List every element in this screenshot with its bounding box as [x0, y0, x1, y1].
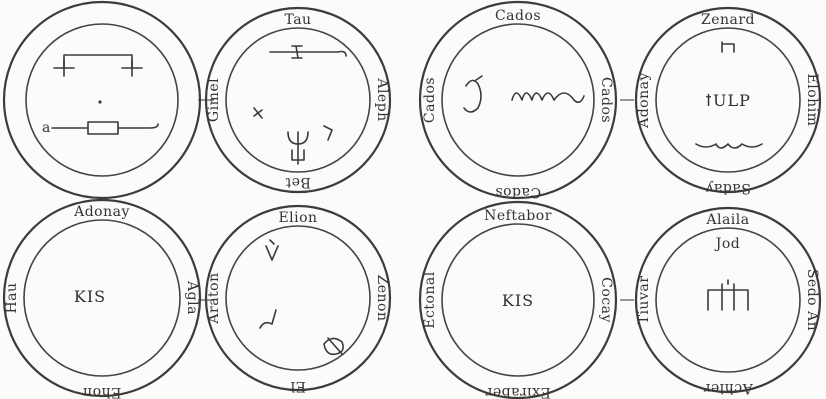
pentacle-4: Zenard Saday Adonay Elohim ꝉULP [636, 8, 820, 196]
ring-word-left: Hau [4, 282, 20, 313]
inner-ring [226, 226, 370, 370]
ring-word-left: Cados [422, 77, 438, 123]
ring-word-left: Araton [206, 272, 222, 324]
ring-word-bottom: Bet [285, 174, 311, 190]
sigil-glyph-2 [512, 93, 584, 102]
sigil-mark [254, 108, 262, 118]
outer-ring [4, 2, 200, 198]
sigil-letter: a [42, 120, 51, 136]
ring-word-top: Alaila [705, 212, 749, 228]
sigil-glyph-2 [260, 310, 276, 328]
ring-word-top: Elion [278, 210, 317, 226]
center-word: KIS [502, 291, 534, 310]
ring-word-top: Neftabor [484, 208, 552, 224]
pentacle-6: Elion El Araton Zenon [206, 206, 390, 394]
ring-word-right: Sedo An [804, 269, 820, 331]
ring-word-bottom: Exiraber [485, 384, 551, 399]
ring-word-bottom: Ehon [83, 384, 122, 399]
ring-word-top: Zenard [701, 12, 755, 28]
outer-ring [206, 206, 390, 390]
ring-word-bottom: Cados [495, 184, 541, 200]
sigil-glyph [464, 76, 482, 112]
ring-word-left: Adonay [636, 72, 652, 129]
pentacle-8: Alaila Achier Tiuvar Sedo An Jod [636, 208, 820, 396]
pentacle-3: Cados Cados Cados Cados [420, 2, 616, 200]
sigil-glyph [266, 240, 278, 260]
ring-word-left: Tiuvar [636, 276, 652, 325]
center-word: KIS [74, 287, 106, 306]
pentacle-2: Tau Bet Gimel Aleph [206, 8, 390, 192]
ring-word-bottom: Achier [703, 380, 753, 396]
center-word: ꝉULP [705, 91, 751, 110]
ring-word-left: Ectonal [422, 271, 438, 328]
ring-word-right: Elohim [804, 74, 820, 127]
ring-word-right: Agla [184, 280, 200, 315]
pentacle-5: Adonay Ehon Hau Agla KIS [4, 200, 200, 399]
sigil-glyph [270, 46, 346, 58]
center-word: Jod [714, 236, 741, 252]
sigil-mark [722, 42, 734, 52]
sigil-glyph-3 [324, 338, 343, 354]
ring-word-right: Zenon [374, 275, 390, 322]
sigil-glyph [696, 144, 762, 148]
ring-word-left: Gimel [206, 78, 222, 122]
ring-word-top: Adonay [73, 204, 130, 220]
ring-word-bottom: Saday [705, 180, 751, 196]
ring-word-right: Aleph [374, 77, 390, 121]
ring-word-right: Cados [598, 77, 614, 123]
ring-word-top: Tau [284, 12, 311, 28]
inner-ring [26, 24, 178, 176]
ring-word-top: Cados [495, 8, 541, 24]
sigil-glyph [708, 280, 748, 310]
sigil-glyph-2 [288, 126, 332, 164]
sigil-glyph [52, 55, 158, 134]
ring-word-bottom: El [290, 378, 306, 394]
ring-word-right: Cocay [598, 277, 614, 323]
pentacle-7: Neftabor Exiraber Ectonal Cocay KIS [420, 202, 616, 399]
outer-ring [420, 2, 616, 198]
inner-ring [442, 24, 594, 176]
pentacle-1: a [4, 2, 200, 198]
